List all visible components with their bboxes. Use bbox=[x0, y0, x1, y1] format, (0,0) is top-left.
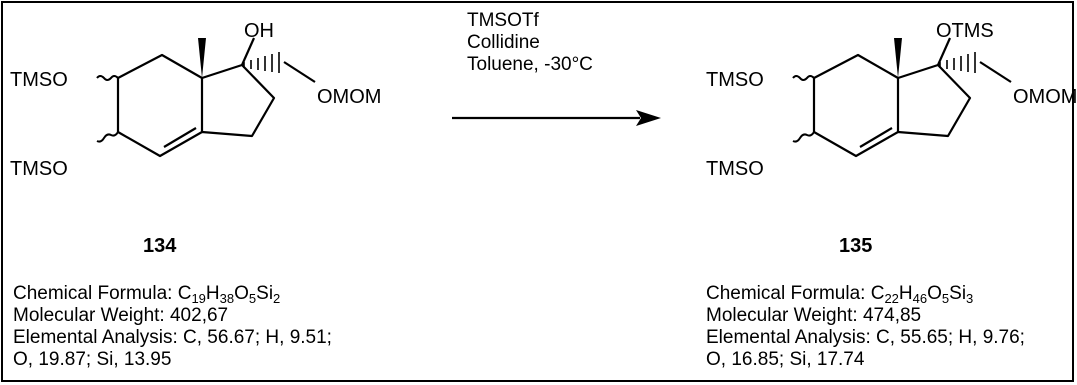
lower-tmso-label: TMSO bbox=[10, 158, 68, 180]
formula-element: Si bbox=[949, 283, 967, 304]
mw-line-135: Molecular Weight: 474,85 bbox=[706, 305, 922, 326]
formula-count: 5 bbox=[248, 291, 257, 306]
omom-label: OMOM bbox=[317, 86, 381, 108]
formula-count: 22 bbox=[884, 291, 899, 306]
upper-tmso-label: TMSO bbox=[10, 69, 68, 91]
formula-count: 3 bbox=[966, 291, 974, 306]
formula-134: C19H38O5Si2 bbox=[177, 283, 281, 306]
omom-label-right: OMOM bbox=[1013, 86, 1077, 108]
formula-element: H bbox=[898, 283, 913, 304]
mw-line-134: Molecular Weight: 402,67 bbox=[13, 305, 229, 326]
formula-element: O bbox=[927, 283, 942, 304]
oh-label: OH bbox=[244, 20, 274, 42]
ea-line2-135: O, 16.85; Si, 17.74 bbox=[706, 349, 865, 370]
formula-count: 5 bbox=[941, 291, 950, 306]
formula-count: 46 bbox=[912, 291, 928, 306]
lower-tmso-label-right: TMSO bbox=[706, 158, 764, 180]
compound-number-135: 135 bbox=[839, 235, 872, 257]
formula-element: H bbox=[205, 283, 220, 304]
reaction-arrow bbox=[452, 110, 661, 126]
formula-line-135: Chemical Formula: C22H46O5Si3 bbox=[706, 283, 974, 306]
formula-element: Si bbox=[256, 283, 274, 304]
reagent-1: TMSOTf bbox=[467, 10, 539, 31]
ea-line1-135: Elemental Analysis: C, 55.65; H, 9.76; bbox=[706, 327, 1025, 348]
reagent-3: Toluene, -30°C bbox=[467, 54, 593, 75]
formula-element: O bbox=[234, 283, 249, 304]
info-block-134: Chemical Formula: C19H38O5Si2 Molecular … bbox=[13, 283, 332, 371]
molecule-135-structure: OTMS OMOM TMSO TMSO bbox=[706, 20, 1077, 180]
upper-tmso-label-right: TMSO bbox=[706, 69, 764, 91]
formula-135: C22H46O5Si3 bbox=[870, 283, 974, 306]
reagent-2: Collidine bbox=[467, 32, 540, 53]
molecule-134-structure: OH OMOM TMSO TMSO bbox=[10, 20, 381, 180]
formula-line-134: Chemical Formula: C19H38O5Si2 bbox=[13, 283, 281, 306]
formula-count: 38 bbox=[219, 291, 235, 306]
otms-label: OTMS bbox=[936, 20, 994, 42]
formula-count: 19 bbox=[191, 291, 206, 306]
formula-element: C bbox=[177, 283, 192, 304]
compound-number-134: 134 bbox=[143, 235, 177, 257]
ea-line2-134: O, 19.87; Si, 13.95 bbox=[13, 349, 172, 370]
info-block-135: Chemical Formula: C22H46O5Si3 Molecular … bbox=[706, 283, 1025, 371]
ea-line1-134: Elemental Analysis: C, 56.67; H, 9.51; bbox=[13, 327, 332, 348]
formula-element: C bbox=[870, 283, 885, 304]
formula-count: 2 bbox=[273, 291, 281, 306]
